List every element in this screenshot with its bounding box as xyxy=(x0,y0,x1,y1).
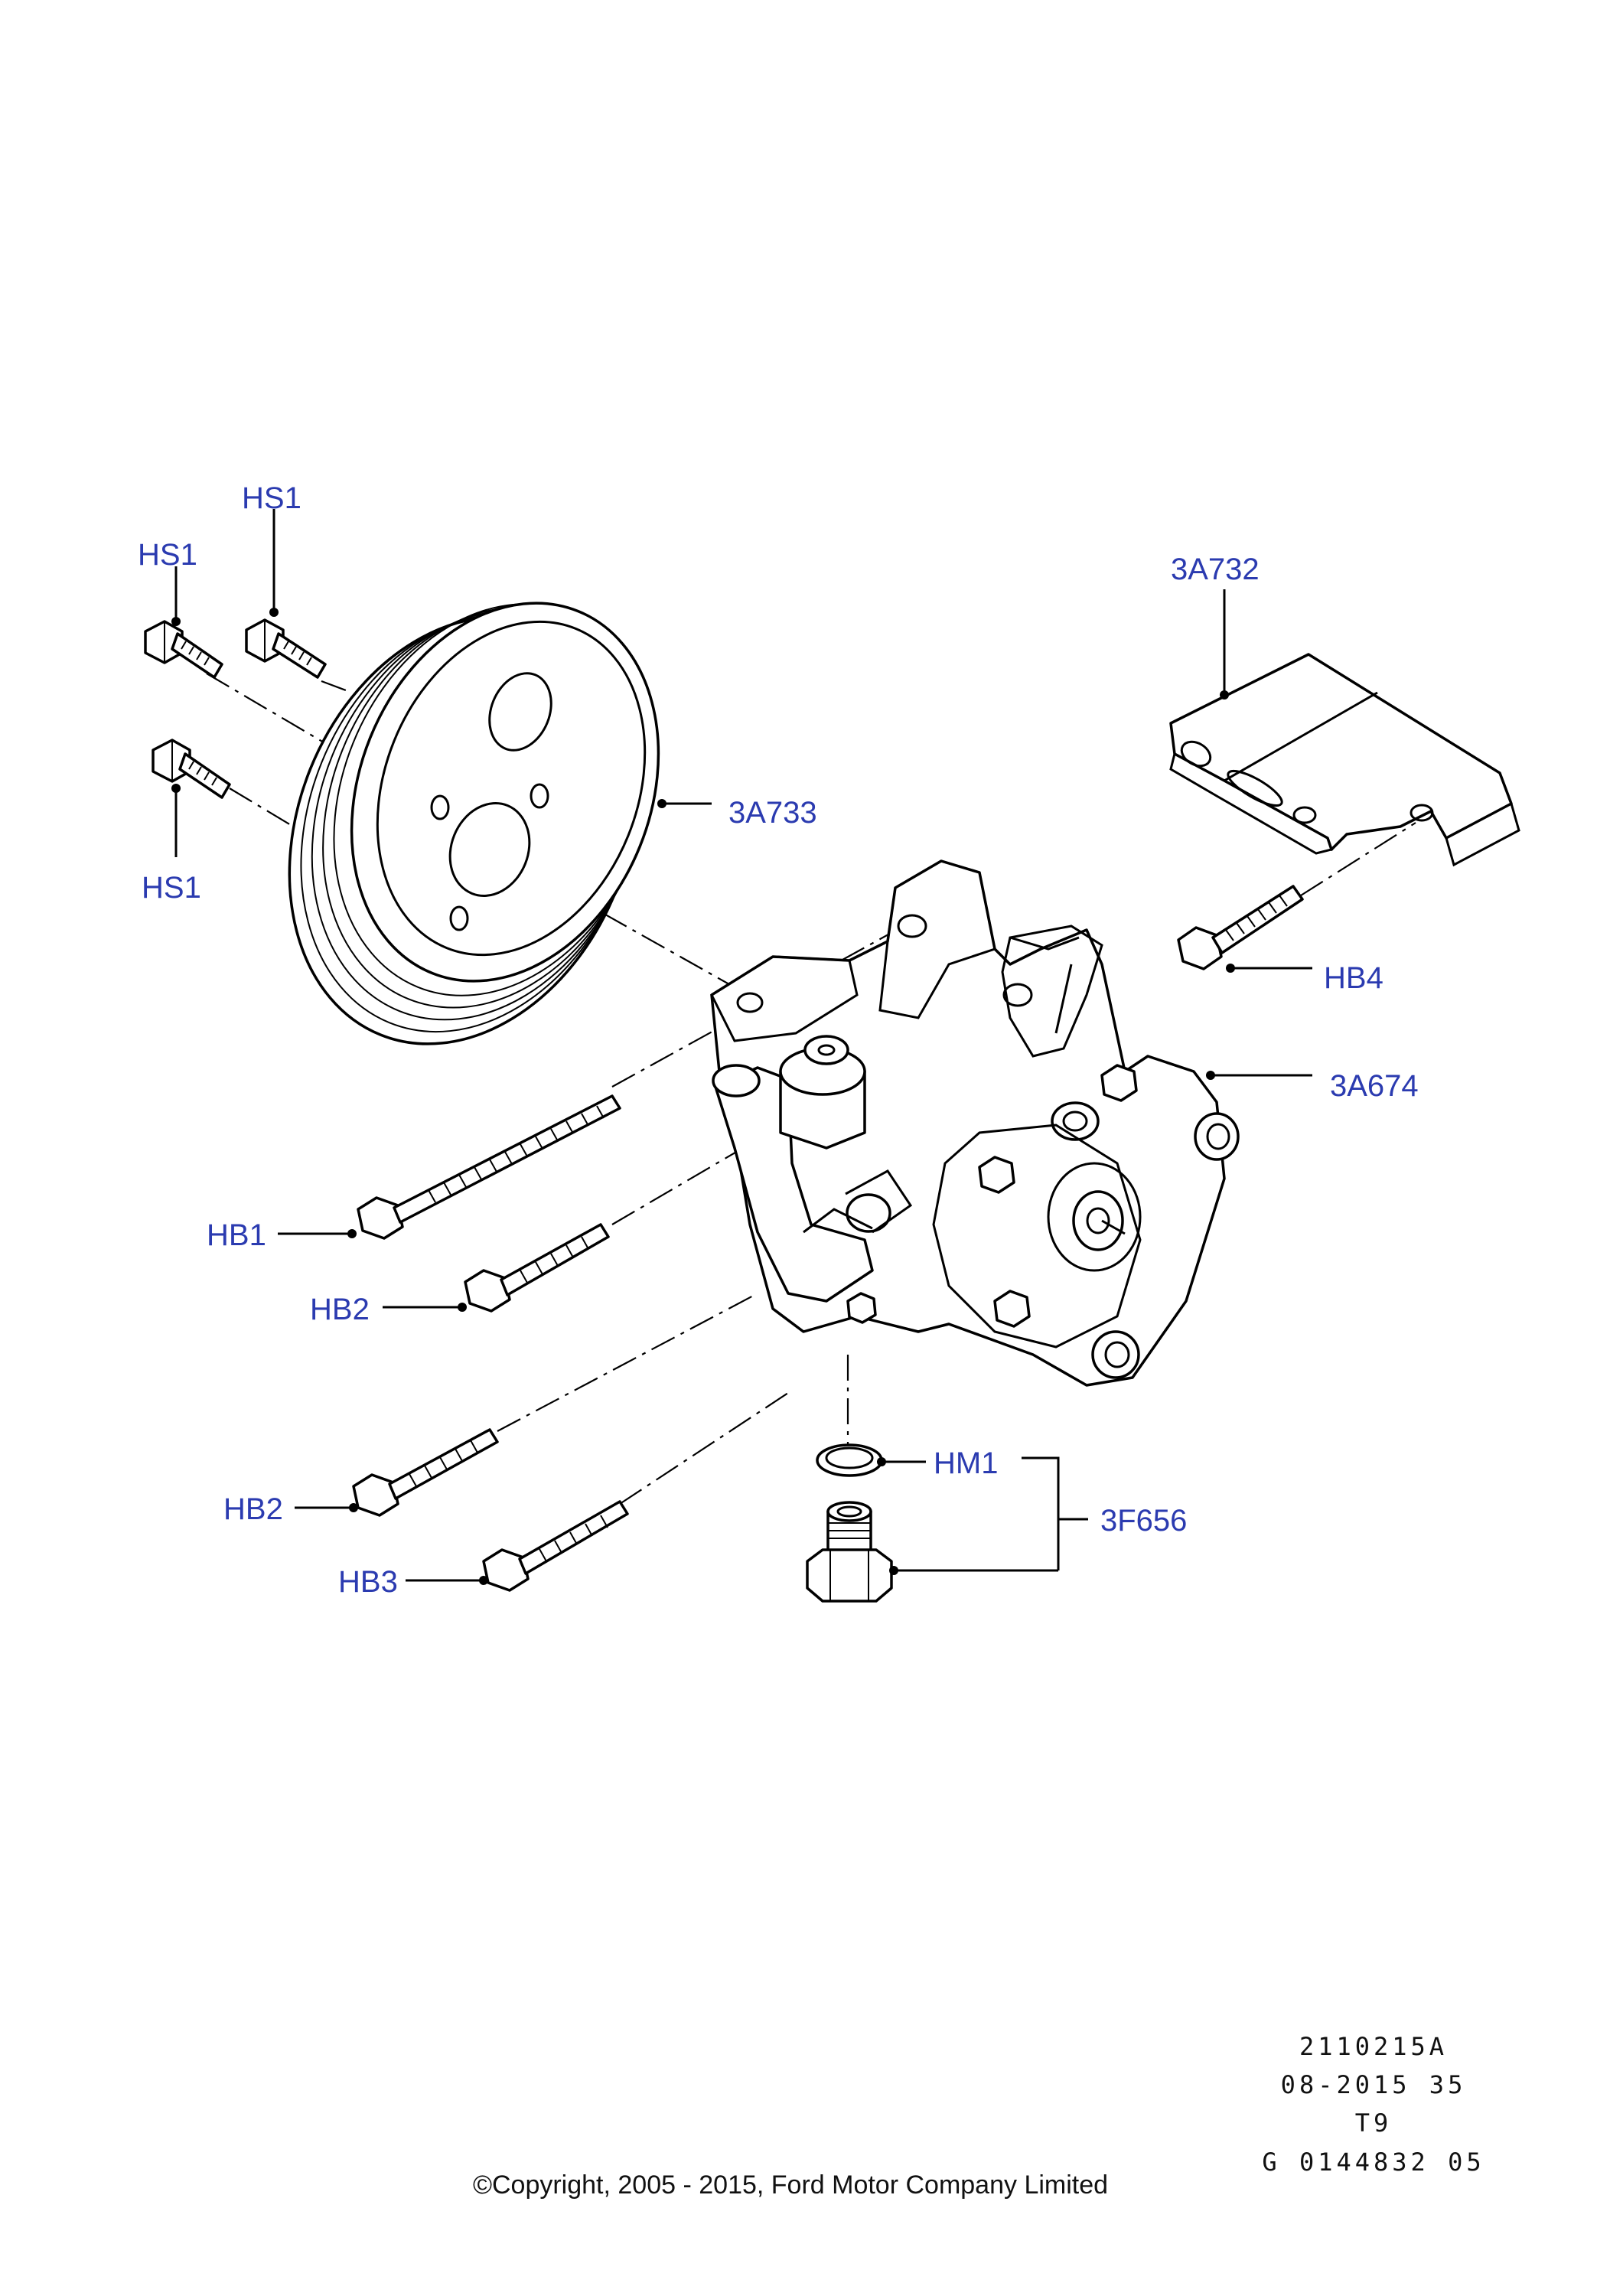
callout-hb2-lower[interactable]: HB2 xyxy=(223,1492,283,1526)
callout-hb4[interactable]: HB4 xyxy=(1324,961,1383,995)
ref-code-3: T9 xyxy=(1355,2108,1393,2138)
pulley-3a733[interactable] xyxy=(228,556,713,1097)
callout-hb3[interactable]: HB3 xyxy=(338,1565,398,1599)
callout-3a732[interactable]: 3A732 xyxy=(1171,553,1260,586)
bolt-hb2-upper[interactable] xyxy=(464,1223,610,1313)
union-fitting[interactable] xyxy=(806,1501,893,1603)
power-steering-pump-3a674[interactable] xyxy=(710,859,1240,1387)
copyright-notice: ©Copyright, 2005 - 2015, Ford Motor Comp… xyxy=(473,2170,1108,2200)
callout-3f656[interactable]: 3F656 xyxy=(1100,1504,1187,1538)
callout-hs1-left[interactable]: HS1 xyxy=(138,538,197,572)
callout-3a674[interactable]: 3A674 xyxy=(1330,1069,1419,1103)
bolt-hs1-upper-left[interactable] xyxy=(144,620,223,679)
bracket-3a732[interactable] xyxy=(1169,653,1520,867)
bolt-hs1-upper-right[interactable] xyxy=(245,618,327,679)
ref-code-2: 08-2015 35 xyxy=(1281,2070,1467,2099)
callout-3a733[interactable]: 3A733 xyxy=(728,796,817,830)
o-ring-hm1[interactable] xyxy=(816,1443,883,1477)
bolt-hb1[interactable] xyxy=(357,1094,621,1240)
callout-hm1[interactable]: HM1 xyxy=(934,1446,998,1480)
bolt-hb4[interactable] xyxy=(1177,885,1304,970)
ref-code-1: 2110215A xyxy=(1299,2032,1448,2061)
ref-code-4: G 0144832 05 xyxy=(1262,2148,1484,2177)
callout-labels: HS1 HS1 HS1 3A733 3A732 HB4 3A674 HB1 HB… xyxy=(138,481,1419,1599)
bolt-hb2-lower[interactable] xyxy=(352,1428,499,1517)
callout-hb2-upper[interactable]: HB2 xyxy=(310,1293,370,1326)
bolt-hb3[interactable] xyxy=(482,1500,629,1592)
callout-hs1-top[interactable]: HS1 xyxy=(242,481,301,515)
callout-hb1[interactable]: HB1 xyxy=(207,1218,266,1252)
reference-codes: 2110215A 08-2015 35 T9 G 0144832 05 xyxy=(1262,2032,1484,2177)
callout-hs1-bottom[interactable]: HS1 xyxy=(142,871,201,905)
bolt-hs1-lower[interactable] xyxy=(152,739,231,799)
leader-lines xyxy=(171,509,1312,1585)
